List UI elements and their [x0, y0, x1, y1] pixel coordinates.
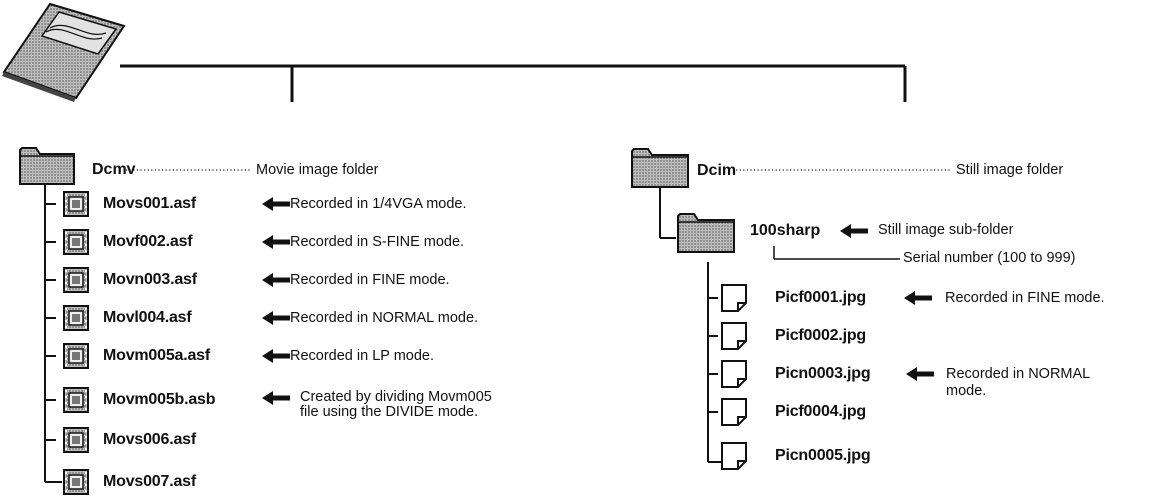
movie-file-icon — [63, 191, 89, 217]
movie-file-note: Recorded in FINE mode. — [290, 272, 450, 289]
arrow-left-icon — [262, 273, 290, 287]
subfolder-description: Still image sub-folder — [878, 222, 1013, 239]
image-file-icon — [720, 359, 748, 389]
movie-file-note-line2: file using the DIVIDE mode. — [300, 404, 478, 421]
memory-card-icon — [2, 2, 127, 102]
movie-file-note: Recorded in S-FINE mode. — [290, 234, 464, 251]
arrow-left-icon — [262, 349, 290, 363]
arrow-left-icon — [262, 197, 290, 211]
dcim-folder-name: Dcim — [697, 162, 736, 180]
dcmv-folder-icon — [18, 144, 76, 186]
movie-file-name: Movm005b.asb — [103, 391, 215, 409]
image-file-icon — [720, 283, 748, 313]
movie-file-icon — [63, 229, 89, 255]
image-file-note: Recorded in FINE mode. — [945, 290, 1105, 307]
movie-file-name: Movs001.asf — [103, 195, 196, 213]
arrow-left-icon — [262, 391, 290, 405]
movie-file-icon — [63, 387, 89, 413]
movie-file-name: Movs007.asf — [103, 473, 196, 491]
arrow-left-icon — [840, 224, 868, 238]
arrow-left-icon — [262, 311, 290, 325]
movie-file-name: Movf002.asf — [103, 233, 192, 251]
arrow-left-icon — [262, 235, 290, 249]
movie-file-note: Recorded in LP mode. — [290, 348, 434, 365]
movie-file-icon — [63, 343, 89, 369]
dcmv-folder-name: Dcmv — [92, 161, 136, 179]
arrow-left-icon — [904, 291, 932, 305]
image-file-note-line2: mode. — [946, 383, 986, 400]
serial-number-note: Serial number (100 to 999) — [903, 250, 1076, 267]
movie-file-name: Movl004.asf — [103, 309, 192, 327]
movie-file-note: Recorded in NORMAL mode. — [290, 310, 478, 327]
image-file-name: Picn0003.jpg — [775, 365, 870, 383]
movie-file-note: Recorded in 1/4VGA mode. — [290, 196, 467, 213]
dcim-folder-icon — [630, 145, 690, 189]
dcmv-folder-description: Movie image folder — [256, 162, 379, 179]
subfolder-icon — [676, 210, 736, 254]
image-file-icon — [720, 397, 748, 427]
image-file-icon — [720, 321, 748, 351]
image-file-note-line1: Recorded in NORMAL — [946, 366, 1090, 383]
image-file-name: Picf0001.jpg — [775, 289, 866, 307]
image-file-icon — [720, 441, 748, 471]
movie-file-name: Movn003.asf — [103, 271, 197, 289]
movie-file-name: Movm005a.asf — [103, 347, 210, 365]
movie-file-icon — [63, 427, 89, 453]
movie-file-icon — [63, 469, 89, 495]
movie-file-icon — [63, 267, 89, 293]
image-file-name: Picn0005.jpg — [775, 447, 870, 465]
image-file-name: Picf0004.jpg — [775, 403, 866, 421]
arrow-left-icon — [906, 367, 934, 381]
movie-file-icon — [63, 305, 89, 331]
image-file-name: Picf0002.jpg — [775, 327, 866, 345]
subfolder-name: 100sharp — [750, 222, 820, 240]
dcim-folder-description: Still image folder — [956, 162, 1063, 179]
movie-file-name: Movs006.asf — [103, 431, 196, 449]
